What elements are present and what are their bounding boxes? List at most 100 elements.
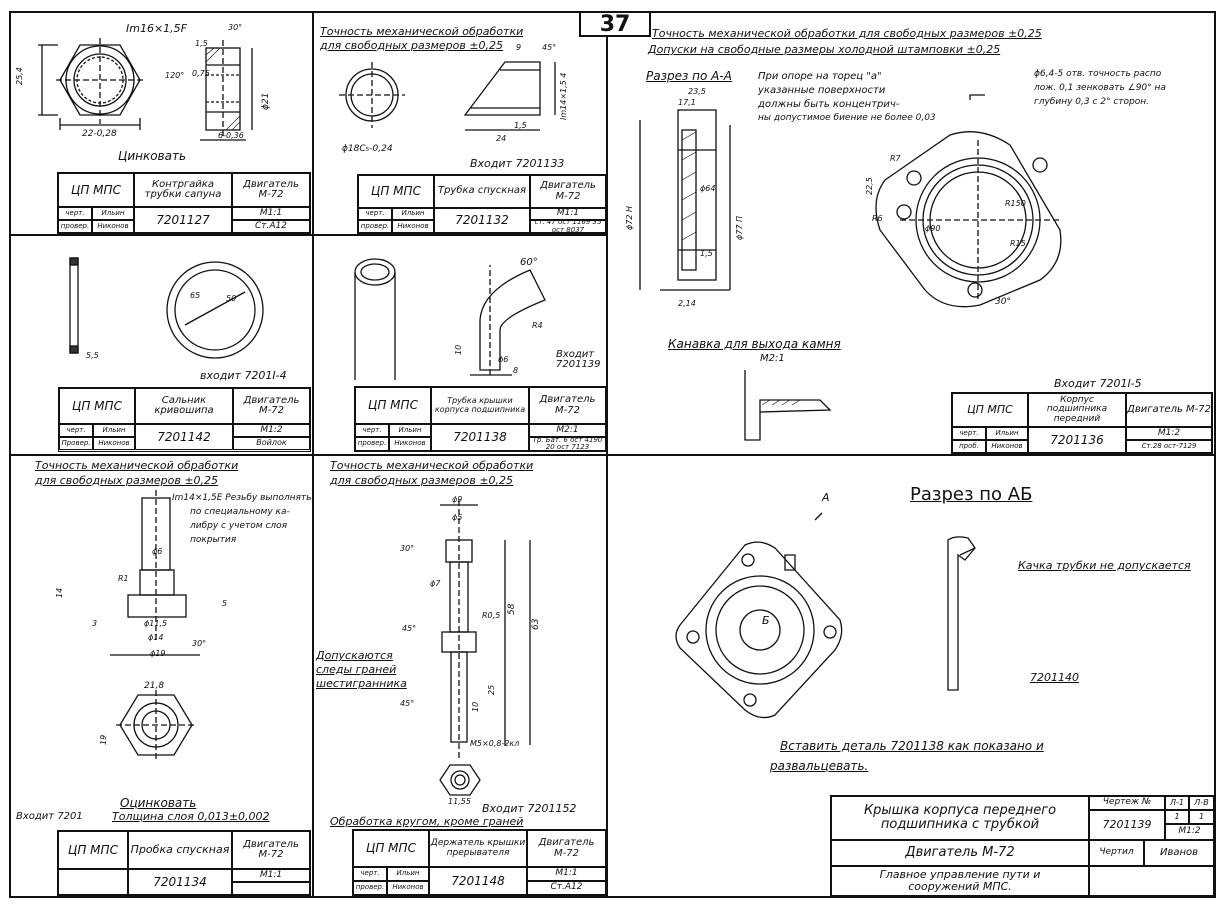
p7-dim: R0,5 [482,611,501,620]
p3-hole-2: глубину 0,3 с 2° сторон. [1034,97,1150,107]
tb-scale: М1:2 [1126,427,1212,440]
p2-note2: для свободных размеров ±0,25 [320,39,504,52]
p3-note-line1: Точность механической обработки для своб… [652,27,1042,40]
title-block-7201148: ЦП МПС Держатель крышки прерывателя Двиг… [352,829,607,896]
tb-material: ст. 47 ост 1169 35 ост 8037 [530,220,606,233]
page-number: 37 [579,11,651,37]
p3-dim: 23,5 [688,87,706,96]
tb-row2: Провер. [59,437,93,450]
tube-dim-c: 10 [454,344,463,355]
p6-dim: 3 [92,619,98,628]
tb-row1: черт. [952,427,986,440]
tb-row1: черт. [58,207,92,220]
p7-dim: М5×0,8-2кл [470,739,520,748]
nut-dim-d: ϕ21 [261,92,271,110]
seal-dim-b: 65 [190,291,201,300]
p7-note1: Точность механической обработки [330,459,534,472]
main-tb-sheet-no: 1 [1165,810,1189,824]
p3-dim: ϕ90 [925,224,941,233]
tb-org: ЦП МПС [353,830,429,867]
p3-dim: R7 [890,154,901,163]
tb-row1: черт. [355,424,389,437]
p3-dim: R150 [1005,199,1026,208]
p6-dim: ϕ6 [152,547,163,556]
tb-number: 7201136 [1028,427,1126,453]
title-block-7201142: ЦП МПС Сальник кривошипа Двигатель М-72 … [58,387,311,452]
p6-thread-3: покрытия [190,535,237,545]
housing-hatch [681,131,697,241]
p8-note-pipe: Качка трубки не допускается [1018,559,1191,572]
nut-finish: Цинковать [118,149,187,163]
nut-dim-h: 1,5 [195,39,208,48]
p7-allow-1: следы граней [316,663,397,676]
tb-scale: М1:1 [527,867,606,881]
p3-dim: 30° [995,297,1011,307]
p6-dim: 14 [55,587,64,598]
p6-note2: для свободных размеров ±0,25 [35,474,219,487]
tb-scale: М1:1 [530,208,606,220]
tb-name: Трубка крышки корпуса подшипника [431,387,529,424]
p7-dim: 25 [487,684,496,695]
p8-label-b: Б [762,614,770,627]
p3-dim: ϕ77 П [735,215,744,240]
p3-hole-0: ϕ6,4-5 отв. точность распо [1034,69,1162,79]
tb-product: Двигатель М-72 [1126,393,1212,427]
pipe-drawing [339,61,556,131]
tb-number: 7201127 [134,207,232,233]
p6-dim: 5 [222,599,228,608]
tb-sig1: Ильин [387,867,429,881]
groove-title: Канавка для выхода камня [668,337,841,351]
tb-sig1: Ильин [986,427,1028,440]
p7-allow-2: шестигранника [316,677,407,690]
tb-sig2: Никонов [387,881,429,895]
tb-row2: провер. [355,437,389,451]
tb-number: 7201134 [128,869,232,895]
tb-row2: провер. [358,220,392,233]
main-tb-blank [1089,866,1214,896]
p3-dim: 1,5 [700,249,713,258]
nut-hatch [205,47,241,131]
nut-thread: Im16×1,5F [126,22,187,35]
tb-product: Двигатель М-72 [233,388,310,424]
tb-material: Тр. Бат. 6 ост 4190 20 ост 7123 [529,437,606,451]
tb-sig1: Ильин [92,207,134,220]
p3-section: Разрез по А-А [646,69,732,83]
main-tb-sheets-no: 1 [1189,810,1214,824]
p6-dim: ϕ11,5 [144,619,168,628]
bent-tube-drawing [354,258,546,380]
p6-enters: Входит 7201 [16,811,83,822]
p7-dim: ϕ9 [452,495,463,504]
title-block-7201136: ЦП МПС Корпус подшипника передний Двигат… [951,392,1213,454]
tb-scale: М1:2 [233,424,310,437]
main-tb-org-line2: сооружений МПС. [908,880,1012,893]
p7-dim: ϕ5 [452,513,463,522]
tb-row2: провер. [58,220,92,233]
title-block-7201138: ЦП МПС Трубка крышки корпуса подшипника … [354,386,607,452]
title-block-7201134: ЦП МПС Пробка спускная Двигатель М-72 72… [57,830,311,896]
tb-org: ЦП МПС [59,388,135,424]
nut-dim-f: 30° [228,23,243,32]
tb-org: ЦП МПС [355,387,431,424]
main-tb-sheets: Л-В [1189,796,1214,810]
main-tb-sheet: Л-1 [1165,796,1189,810]
p3-dim: 2,14 [678,299,696,308]
p7-machining: Обработка кругом, кроме граней [330,815,524,828]
p7-enters: Входит 7201152 [482,802,577,815]
tb-scale: М2:1 [529,424,606,437]
plug-drawing [110,490,200,760]
p8-part: 7201140 [1030,671,1079,684]
tb-row1: черт. [59,424,93,437]
tb-product: Двигатель М-72 [529,387,606,424]
p3-hole-1: лож. 0,1 зенковать ∠90° на [1034,83,1166,93]
p2-enters: Входит 7201133 [470,157,565,170]
tb-scale: М1:1 [232,207,310,220]
tb-material: Ст.А12 [232,220,310,233]
p6-note1: Точность механической обработки [35,459,239,472]
p2-note1: Точность механической обработки [320,25,524,38]
p3-note-3: ны допустимое биение не более 0,03 [758,113,936,123]
tb-sig1: Ильин [389,424,431,437]
p7-dim: 45° [402,624,417,633]
p6-finish: Оцинковать [120,796,197,810]
p3-dim: R6 [872,214,883,223]
tb-material: Ст.А12 [527,881,606,895]
